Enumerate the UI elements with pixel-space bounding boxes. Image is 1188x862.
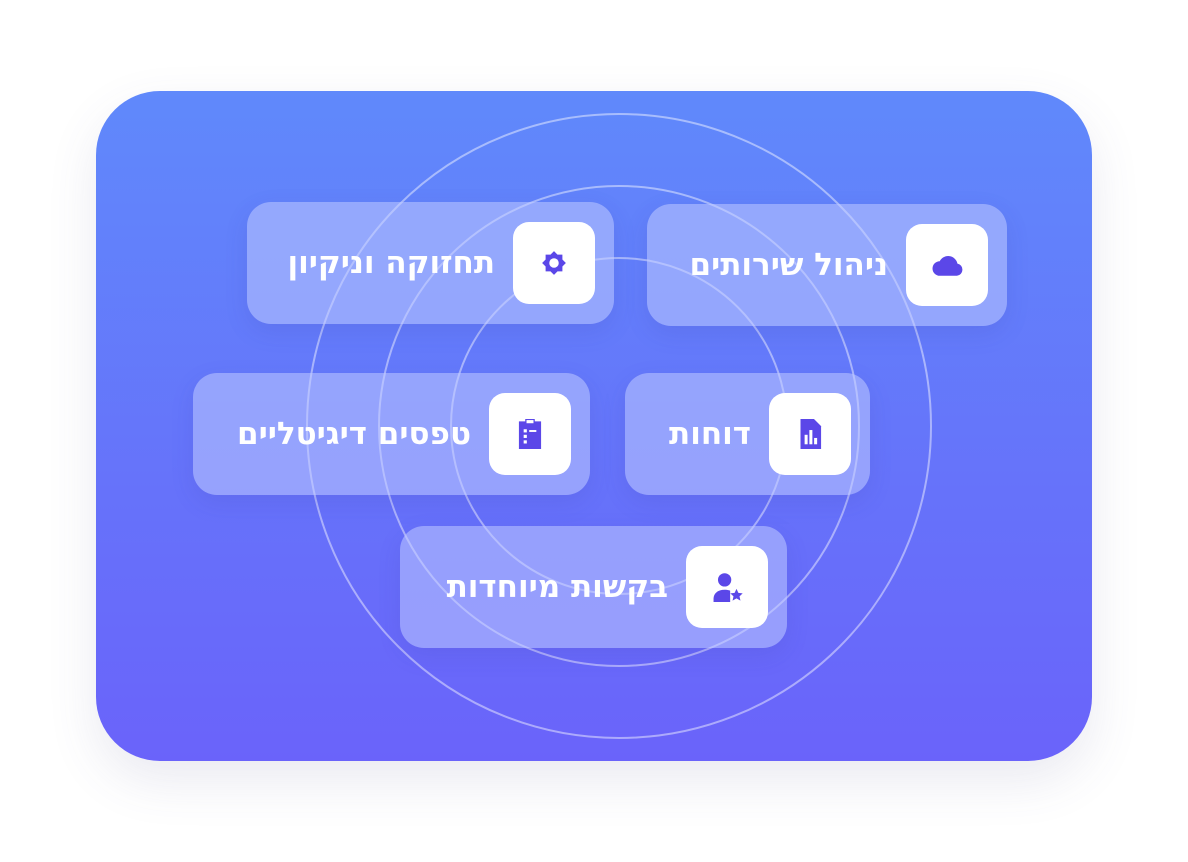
report-chart-icon: [800, 418, 822, 450]
feature-label: תחזוקה וניקיון: [287, 245, 496, 281]
feature-reports[interactable]: דוחות: [625, 373, 870, 495]
user-star-icon: [713, 573, 743, 603]
feature-icon-box: [769, 393, 851, 475]
feature-icon-box: [513, 222, 595, 304]
feature-special-requests[interactable]: בקשות מיוחדות: [400, 526, 787, 648]
feature-digital-forms[interactable]: טפסים דיגיטליים: [193, 373, 590, 495]
gear-icon: [542, 251, 566, 275]
feature-label: ניהול שירותים: [689, 247, 889, 283]
clipboard-form-icon: [518, 418, 542, 450]
feature-icon-box: [906, 224, 988, 306]
feature-icon-box: [686, 546, 768, 628]
feature-label: בקשות מיוחדות: [446, 569, 668, 605]
feature-label: דוחות: [669, 416, 751, 452]
feature-maintenance-cleaning[interactable]: תחזוקה וניקיון: [247, 202, 614, 324]
cloud-icon: [932, 256, 963, 276]
feature-service-management[interactable]: ניהול שירותים: [647, 204, 1007, 326]
features-card: ניהול שירותים תחזוקה וניקיון: [96, 91, 1092, 761]
feature-label: טפסים דיגיטליים: [237, 416, 471, 452]
feature-icon-box: [489, 393, 571, 475]
